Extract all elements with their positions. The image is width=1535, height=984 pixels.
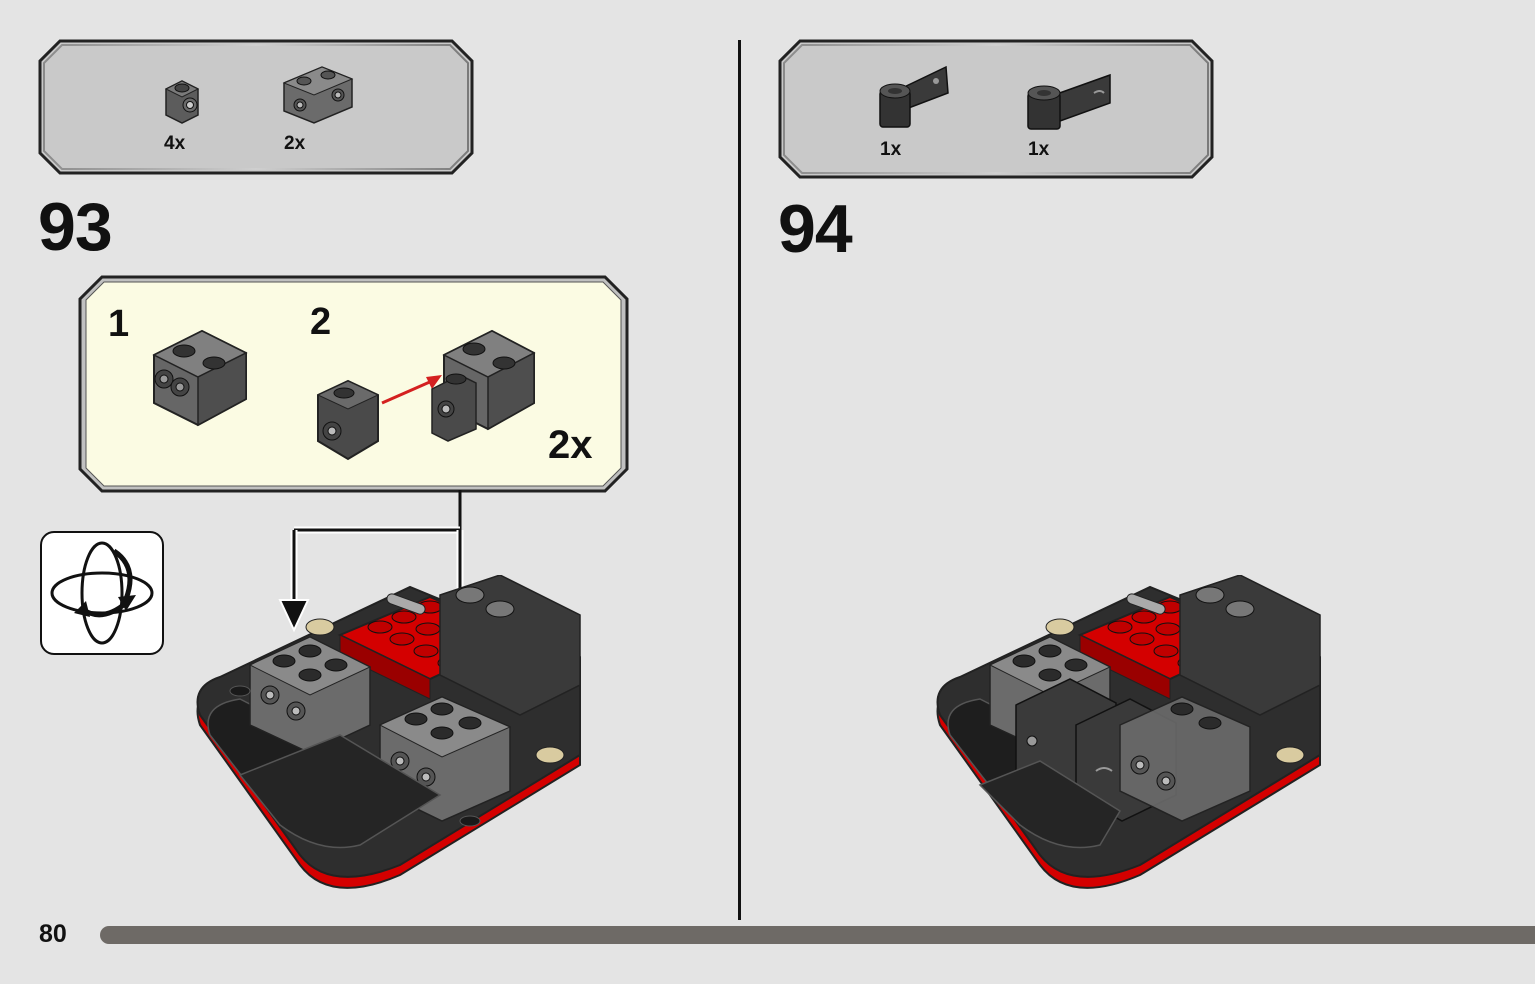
part-qty: 4x [164, 133, 186, 154]
step-number: 94 [778, 191, 853, 267]
page-divider [738, 40, 741, 920]
part-qty: 2x [284, 133, 306, 154]
subassembly-multiplier: 2x [548, 423, 593, 467]
parts-box-step-93: 4x 2x [38, 39, 474, 175]
bracket-left-plate-icon [879, 65, 949, 128]
subassembly-callout: 1 2 2x [78, 275, 629, 493]
model-step-93 [196, 575, 581, 889]
progress-bar [100, 926, 1535, 944]
bracket-right-plate-icon [1027, 73, 1111, 130]
page-number: 80 [39, 920, 67, 948]
model-step-94 [936, 575, 1321, 889]
brick-with-bracket-icon [431, 329, 536, 442]
rotate-model-icon [50, 541, 154, 645]
sub-step-number: 1 [108, 303, 130, 345]
part-qty: 1x [880, 139, 902, 160]
assembly-arrow-icon [381, 375, 442, 405]
brick-1x2-studs-side-icon [282, 66, 354, 124]
bracket-1x1-icon [164, 80, 200, 124]
rotate-model-hint [40, 531, 164, 655]
step-number: 93 [38, 189, 113, 265]
sub-step-number: 2 [310, 301, 332, 343]
parts-box-step-94: 1x 1x [778, 39, 1214, 179]
brick-1x2-studs-side-icon [152, 329, 248, 427]
part-qty: 1x [1028, 139, 1050, 160]
bracket-1x1-icon [316, 379, 380, 461]
